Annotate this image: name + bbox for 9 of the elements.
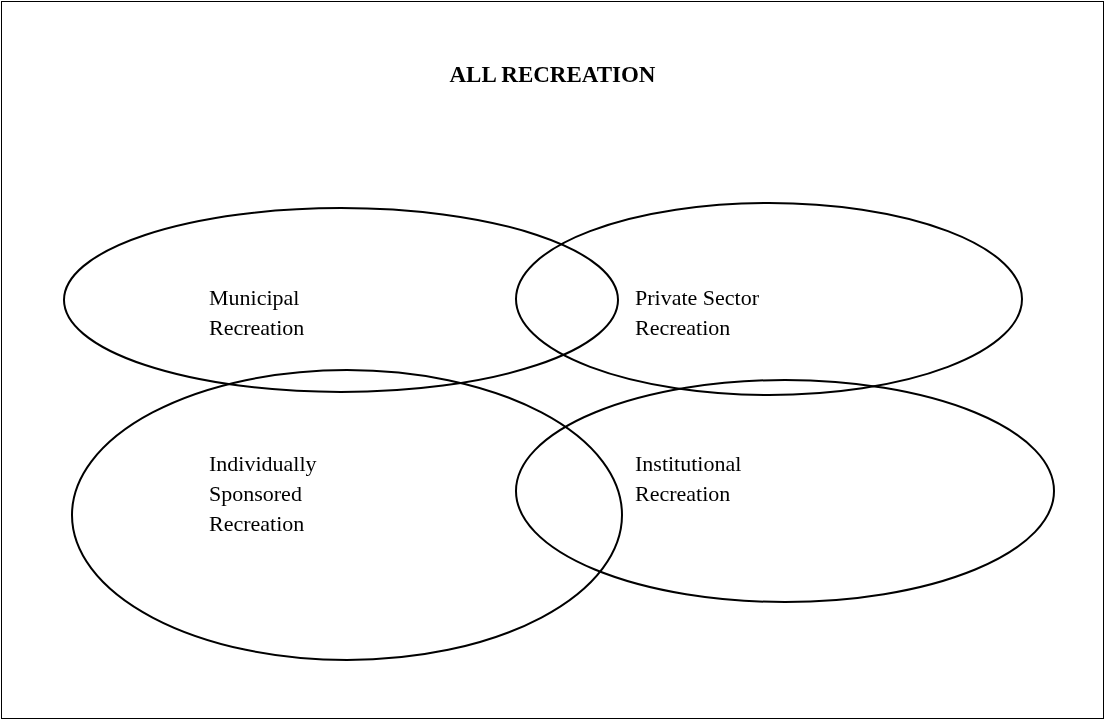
frame-title: ALL RECREATION (448, 62, 657, 88)
venn-ellipse (515, 379, 1055, 603)
ellipse-label: Institutional Recreation (635, 450, 743, 508)
ellipse-label: Individually Sponsored Recreation (209, 450, 318, 538)
venn-ellipse (63, 207, 619, 393)
venn-ellipse (515, 202, 1023, 396)
ellipse-label: Private Sector Recreation (635, 284, 761, 342)
venn-ellipse (71, 369, 623, 661)
ellipse-label: Municipal Recreation (209, 284, 306, 342)
